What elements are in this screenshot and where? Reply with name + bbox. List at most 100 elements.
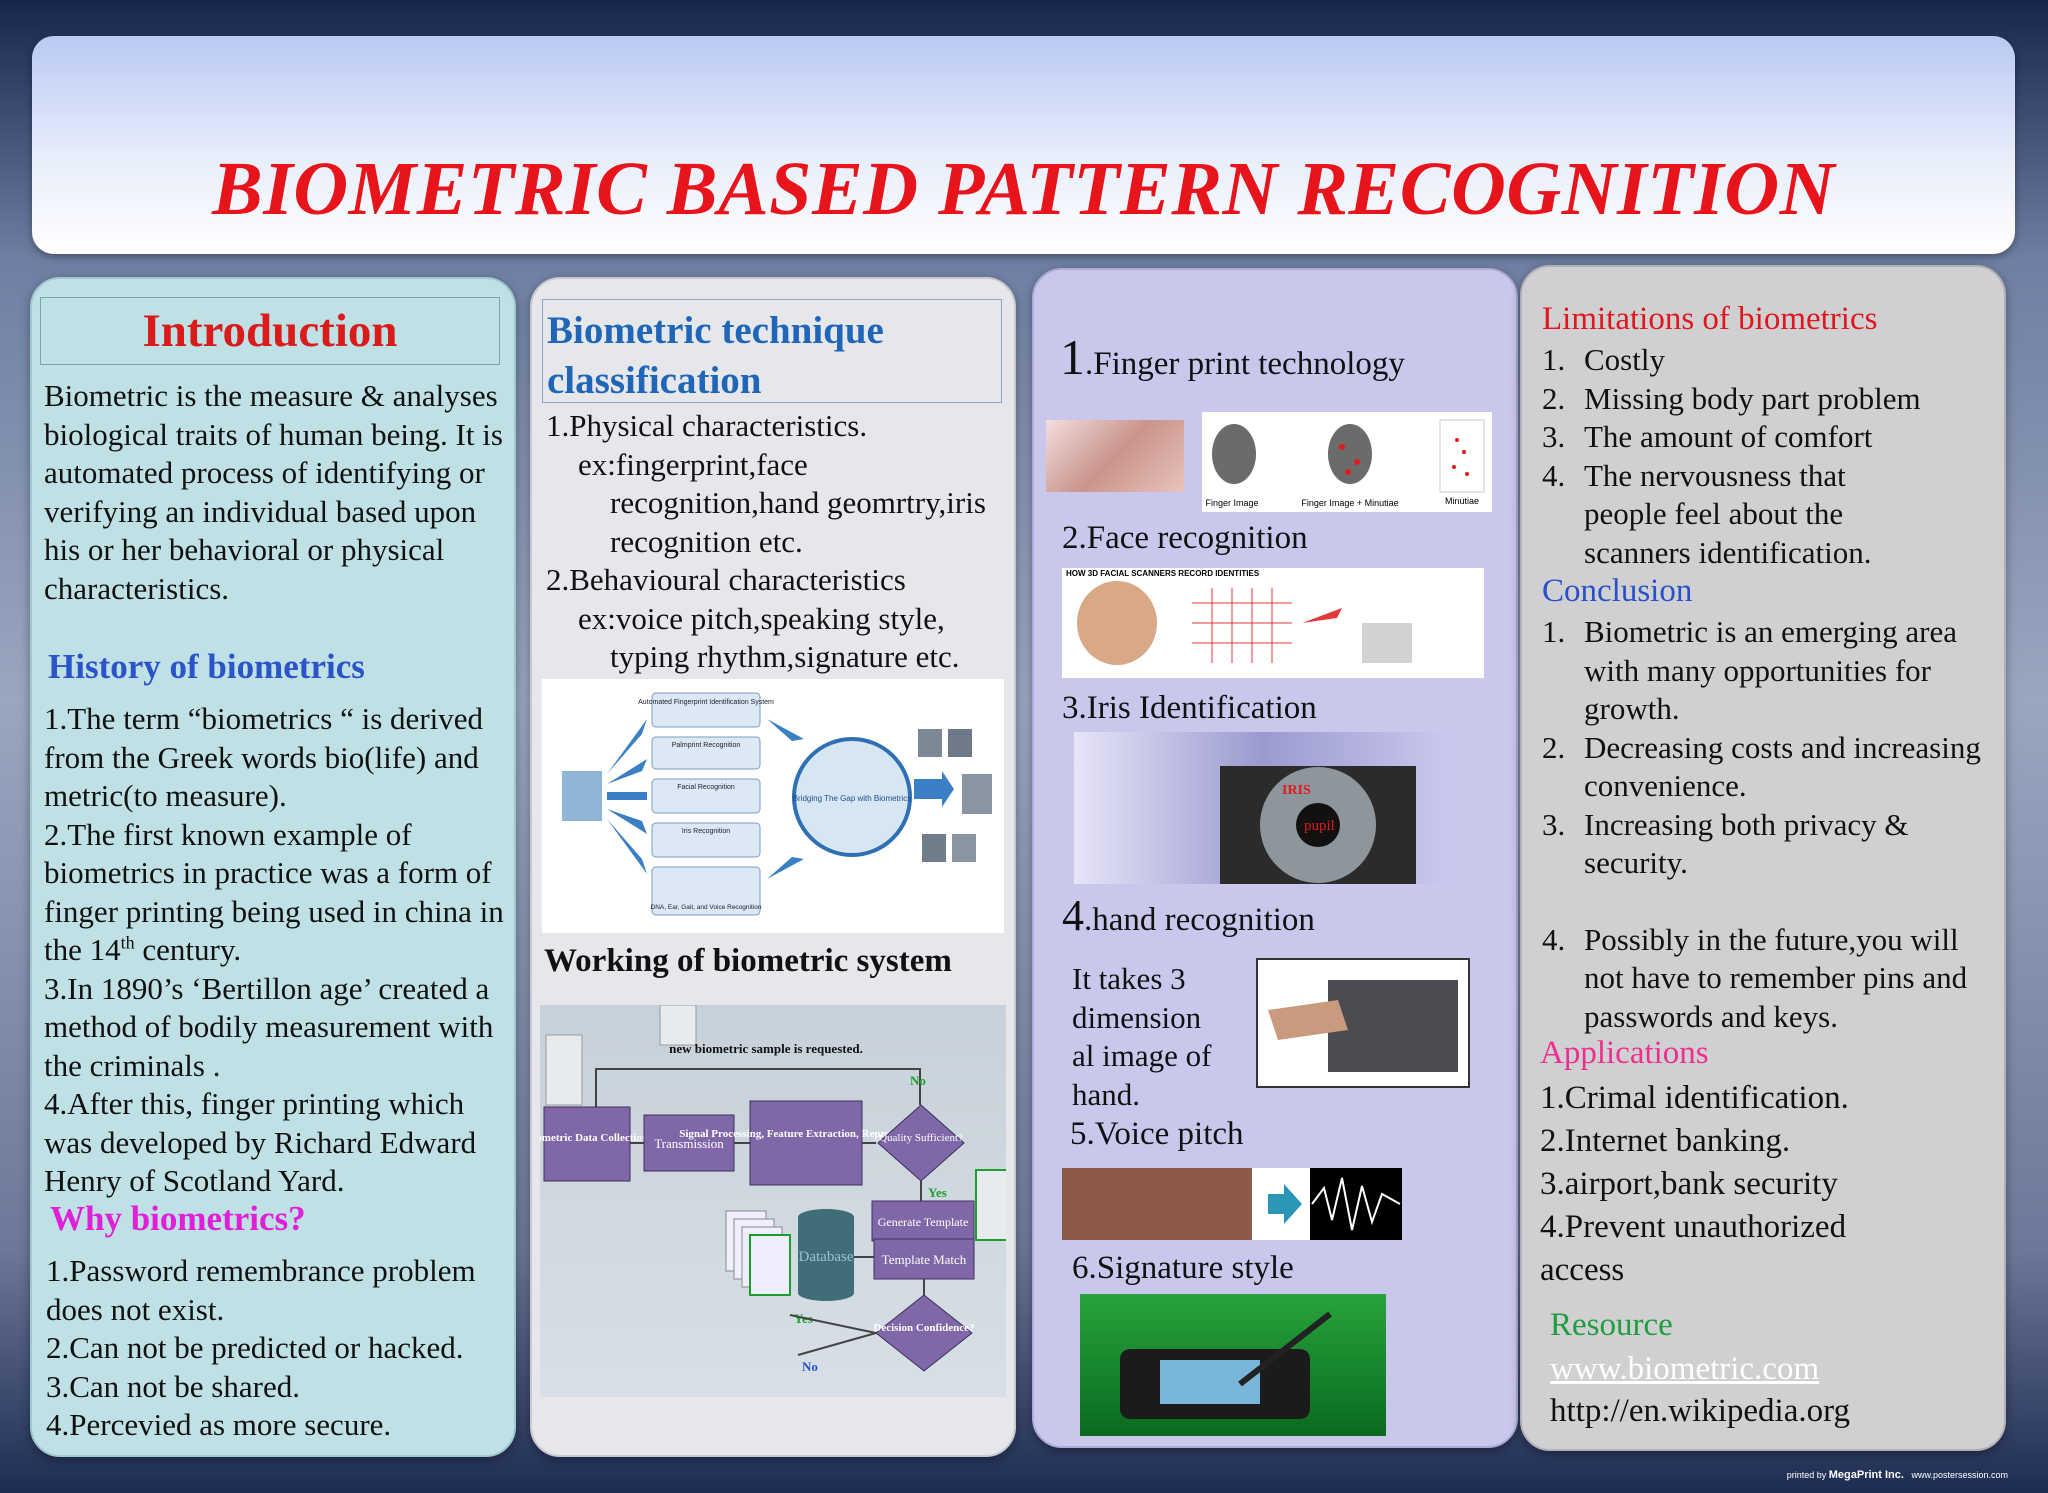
fingerprint-icon (1212, 424, 1256, 484)
signature-image (1080, 1294, 1386, 1436)
face-icon (1077, 581, 1157, 665)
tech-hand-heading: 4.hand recognition (1062, 891, 1315, 940)
match-box (873, 1238, 975, 1280)
tech-face-heading: 2.Face recognition (1062, 520, 1308, 556)
signature-svg (1120, 1311, 1332, 1419)
intro-panel: Introduction Biometric is the measure & … (30, 277, 516, 1457)
why-item: 3.Can not be shared. (46, 1368, 300, 1404)
face-photo (922, 834, 946, 862)
minutiae-box (1439, 419, 1485, 493)
application-item: 2.Internet banking. (1540, 1123, 1791, 1159)
box-label: Automated Fingerprint Identification Sys… (638, 699, 774, 706)
signal-box (749, 1100, 863, 1186)
scanner-icon (1328, 980, 1458, 1072)
no-label: No (910, 1073, 926, 1088)
person-icon (562, 771, 602, 821)
flow-line (797, 1332, 877, 1356)
classification-diagram: Automated Fingerprint Identification Sys… (542, 679, 1004, 933)
iris-image: IRIS pupil (1074, 732, 1452, 884)
why-item: 4.Percevied as more secure. (46, 1407, 392, 1442)
tech-signature-heading: 6.Signature style (1072, 1250, 1294, 1286)
hand-icon (1268, 1000, 1348, 1040)
circle-label: Bridging The Gap with Biometrics (793, 794, 912, 803)
flow-line (595, 1068, 921, 1107)
classification-line: ex:voice pitch,speaking style, (578, 600, 945, 636)
fingerprint-icon (1328, 424, 1372, 484)
generate-box (871, 1200, 975, 1242)
why-item: 2.Can not be predicted or hacked. (46, 1330, 464, 1365)
conclusion-panel: Limitations of biometrics 1.Costly 2.Mis… (1520, 265, 2006, 1451)
hand-text: It takes 3 dimension al image of hand. (1072, 961, 1212, 1112)
face-photo (918, 729, 942, 757)
intro-text: Biometric is the measure & analyses biol… (44, 378, 503, 606)
pupil-label: pupil (1304, 818, 1335, 834)
applications-list: 1.Crimal identification. 2.Internet bank… (1540, 1077, 1990, 1292)
face-scan-image: HOW 3D FACIAL SCANNERS RECORD IDENTITIES (1062, 568, 1484, 678)
iris-label: IRIS (1282, 783, 1311, 798)
classification-heading: Biometric technique classification (542, 299, 1002, 403)
application-item: 1.Crimal identification. (1540, 1080, 1849, 1116)
limitation-item: 1.Costly (1542, 342, 1665, 377)
fingerprint-image (545, 1034, 583, 1106)
limitation-item: 4.The nervousness that people feel about… (1542, 457, 1872, 570)
generate-label: Generate Template (878, 1215, 969, 1229)
classification-panel: Biometric technique classification 1.Phy… (530, 277, 1016, 1457)
face-scan-svg: HOW 3D FACIAL SCANNERS RECORD IDENTITIES (1066, 569, 1412, 665)
arrow-icon (767, 719, 804, 741)
arrow-icon (607, 809, 647, 834)
title-banner: BIOMETRIC BASED PATTERN RECOGNITION (32, 36, 2015, 254)
application-item: 3.airport,bank security (1540, 1166, 1838, 1202)
box-label: Facial Recognition (677, 784, 735, 791)
pupil-icon (1296, 803, 1340, 847)
history-list: 1.The term “biometrics “ is derived from… (44, 700, 508, 1201)
request-label: new biometric sample is requested. (669, 1041, 863, 1056)
conclusion-list: 1.Biometric is an emerging area with man… (1542, 613, 1992, 1036)
conclusion-item: 3.Increasing both privacy & security. (1542, 806, 1909, 881)
face-photo (952, 834, 976, 862)
conclusion-item: 1.Biometric is an emerging area with man… (1542, 614, 1958, 726)
fp-caption: Minutiae (1445, 496, 1479, 506)
limitations-heading: Limitations of biometrics (1542, 301, 1878, 337)
fingerprint-strip: Finger Image Finger Image + Minutiae Min… (1202, 412, 1492, 512)
no-label: No (802, 1359, 818, 1374)
fingerprint-image (975, 1169, 1009, 1241)
tech-fingerprint-heading: 1.Finger print technology (1060, 329, 1405, 385)
conclusion-item: 2.Decreasing costs and increasing conven… (1542, 729, 1981, 804)
arrow-icon (607, 759, 647, 784)
fp-caption: Finger Image (1205, 498, 1258, 508)
database-label: Database (799, 1249, 854, 1265)
resource-link-wikipedia: http://en.wikipedia.org (1550, 1393, 1851, 1429)
resource-link-biometric[interactable]: www.biometric.com (1550, 1351, 1820, 1387)
identification-circle (792, 737, 912, 857)
classification-line: typing rhythm,signature etc. (610, 639, 960, 674)
box-label: DNA, Ear, Gait, and Voice Recognition (651, 904, 762, 911)
finger-photo (1046, 420, 1184, 492)
hand-scanner-svg (1268, 980, 1458, 1072)
iris-svg: IRIS pupil (1220, 766, 1416, 884)
working-diagram: new biometric sample is requested. No Bi… (532, 1004, 1009, 1397)
classification-line: 2.Behavioural characteristics (546, 562, 906, 597)
arrow-icon (767, 857, 804, 879)
why-heading: Why biometrics? (50, 1199, 306, 1238)
sample-stack (725, 1210, 791, 1296)
flow-line (789, 1314, 877, 1334)
collection-box (543, 1106, 631, 1182)
application-item: 4.Prevent unauthorized access (1540, 1209, 1847, 1288)
technology-panel: 1.Finger print technology Finger Image F… (1032, 268, 1518, 1448)
poster-title: BIOMETRIC BASED PATTERN RECOGNITION (212, 147, 1835, 231)
quality-label: Quality Sufficient? (879, 1132, 963, 1144)
limitation-item: 3.The amount of comfort (1542, 419, 1873, 454)
limitation-item: 2.Missing body part problem (1542, 380, 1921, 416)
arrow-icon (1302, 608, 1342, 623)
waveform-icon (1311, 1177, 1401, 1231)
classification-list: 1.Physical characteristics. ex:fingerpri… (546, 407, 1008, 677)
classification-line: 1.Physical characteristics. (546, 408, 868, 443)
fingerprint-image (659, 1004, 697, 1046)
face-caption: HOW 3D FACIAL SCANNERS RECORD IDENTITIES (1066, 569, 1260, 578)
classification-line: recognition,hand geomrtry,iris recogniti… (610, 485, 986, 559)
applications-heading: Applications (1540, 1035, 1709, 1071)
limitations-list: 1.Costly 2.Missing body part problem 3.T… (1542, 341, 1982, 572)
collection-label: Biometric Data Collection (540, 1132, 648, 1144)
decision-label: Decision Confidence? (873, 1322, 974, 1334)
tech-iris-heading: 3.Iris Identification (1062, 690, 1317, 726)
